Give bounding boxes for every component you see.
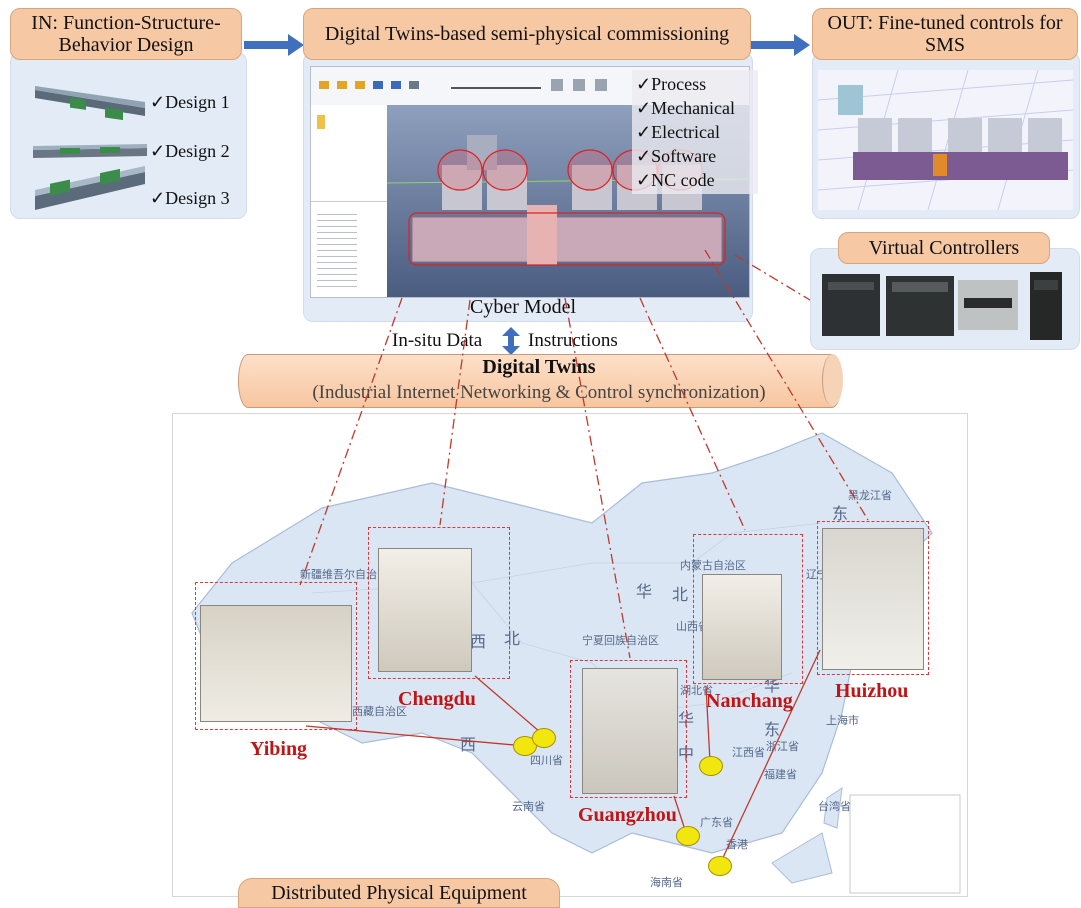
cyber-model-label: Cyber Model [470, 296, 577, 318]
huizhou-box [817, 521, 929, 675]
map-label: 福建省 [764, 769, 797, 781]
map-label: 东 [832, 506, 849, 523]
design-2-image [33, 144, 147, 158]
design-3-image [35, 166, 145, 210]
location-dot-chengdu [532, 728, 556, 748]
yibing-machine [200, 605, 352, 722]
controller-devices-image [822, 272, 1062, 340]
design-1-label: ✓Design 1 [150, 92, 230, 112]
arrow-in-to-center [244, 34, 304, 56]
map-label: 江西省 [732, 747, 765, 759]
location-dot-huizhou [708, 856, 732, 876]
map-label: 华 [636, 584, 653, 601]
center-panel-title: Digital Twins-based semi-physical commis… [303, 8, 751, 60]
city-label-guangzhou: Guangzhou [578, 804, 677, 826]
map-label: 云南省 [512, 801, 545, 813]
check-mechanical: ✓Mechanical [636, 98, 736, 118]
arrow-center-to-out [750, 34, 810, 56]
in-panel-title: IN: Function-Structure-Behavior Design [10, 8, 242, 60]
yibing-box [195, 582, 357, 730]
map-label: 湖北省 [680, 685, 713, 697]
map-label: 海南省 [650, 877, 683, 889]
map-label: 广东省 [700, 817, 733, 829]
map-label: 西 [470, 634, 487, 651]
chengdu-box [368, 527, 510, 679]
design-3-label: ✓Design 3 [150, 188, 230, 208]
out-panel-title: OUT: Fine-tuned controls for SMS [812, 8, 1078, 60]
map-label: 宁夏回族自治区 [582, 635, 659, 647]
controllers-title: Virtual Controllers [838, 232, 1050, 264]
check-software: ✓Software [636, 146, 717, 166]
check-electrical: ✓Electrical [636, 122, 721, 142]
in-situ-data-label: In-situ Data [392, 330, 483, 351]
map-label: 东 [764, 722, 781, 739]
map-label: 新疆维吾尔自治区 [300, 569, 388, 581]
map-label: 内蒙古自治区 [680, 560, 746, 572]
map-label: 浙江省 [766, 741, 799, 753]
design-1-image [35, 86, 145, 120]
map-label: 华 [764, 678, 781, 695]
map-label: 台湾省 [818, 801, 851, 813]
map-label: 北 [672, 587, 689, 604]
city-label-nanchang: Nanchang [706, 690, 793, 712]
map-label: 西藏自治区 [352, 706, 407, 718]
check-nc-code: ✓NC code [636, 170, 715, 190]
digital-twins-cylinder [238, 354, 843, 408]
map-label: 香港 [726, 839, 748, 851]
guangzhou-box [570, 660, 687, 798]
sync-double-arrow [502, 327, 520, 355]
city-label-yibing: Yibing [250, 738, 308, 760]
location-dot-guangzhou [676, 826, 700, 846]
digital-twins-title: Digital Twins [482, 356, 596, 378]
nanchang-machine [702, 574, 782, 680]
physical-equipment-label: Distributed Physical Equipment [238, 878, 560, 908]
digital-twins-subtitle: (Industrial Internet Networking & Contro… [312, 382, 766, 403]
chengdu-machine [378, 548, 472, 672]
huizhou-machine [822, 528, 924, 670]
guangzhou-machine [582, 668, 678, 794]
map-label: 上海市 [826, 715, 859, 727]
out-production-line-image [818, 70, 1073, 210]
china-map [191, 432, 961, 894]
map-label: 黑龙江省 [848, 490, 892, 502]
location-dot-nanchang [699, 756, 723, 776]
map-label: 北 [504, 631, 521, 648]
city-label-huizhou: Huizhou [835, 680, 909, 702]
city-label-chengdu: Chengdu [398, 688, 476, 710]
map-label: 四川省 [530, 755, 563, 767]
side-panel [311, 105, 388, 297]
check-process: ✓Process [636, 74, 707, 94]
nanchang-box [693, 534, 803, 684]
checklist: ✓Process ✓Mechanical ✓Electrical ✓Softwa… [632, 70, 758, 194]
map-label: 山西省 [676, 621, 709, 633]
design-2-label: ✓Design 2 [150, 141, 230, 161]
